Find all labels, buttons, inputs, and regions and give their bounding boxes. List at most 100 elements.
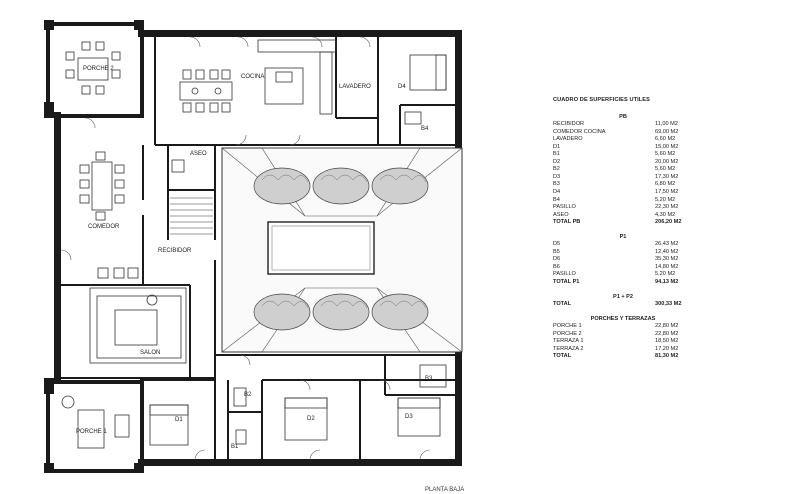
room-label-b4: B4 [421,126,429,132]
door-swings [60,36,431,461]
exterior-walls [44,20,462,473]
row-label: COMEDOR COCINA [553,128,606,135]
interior-walls [61,37,455,460]
room-label-comedor: COMEDOR [88,224,120,230]
row-value: 22,30 M2 [655,204,679,211]
row-label: D3 [553,173,561,180]
row-value: 6,80 M2 [655,181,676,188]
section-title: PB [619,113,627,120]
row-value: 17,30 M2 [655,173,679,180]
section-title: PORCHES Y TERRAZAS [590,315,656,322]
total-label: TOTAL PB [553,219,581,226]
room-label-b3: B3 [425,376,433,382]
table-row: B6 14,80 M2 [553,264,693,272]
table-row: PORCHE 1 22,80 M2 [553,323,693,331]
table-row: TERRAZA 2 17,20 M2 [553,346,693,354]
table-row: B5 12,40 M2 [553,249,693,257]
table-row: LAVADERO 6,60 M2 [553,136,693,144]
row-label: D6 [553,256,561,263]
row-value: 22,80 M2 [655,323,679,330]
row-value: 22,80 M2 [655,330,679,337]
row-label: D4 [553,189,561,196]
row-value: 26,43 M2 [655,241,679,248]
row-label: PASILLO [553,271,576,278]
room-label-porche2: PORCHE 2 [83,66,114,72]
room-label-d2: D2 [307,416,315,422]
row-label: ASEO [553,211,569,218]
table-title: CUADRO DE SUPERFICIES UTILES [553,97,650,103]
row-label: RECIBIDOR [553,121,585,128]
row-value: 17,50 M2 [655,189,679,196]
table-row: D1 15,00 M2 [553,144,693,152]
tree-icon [253,167,429,331]
room-label-cocina: COCINA [241,74,264,80]
table-row: B3 6,80 M2 [553,181,693,189]
row-label: LAVADERO [553,136,583,143]
room-label-lavadero: LAVADERO [339,84,371,90]
room-label-d4: D4 [398,84,406,90]
row-label: TERRAZA 2 [553,345,584,352]
room-labels: PORCHE 2 COCINA LAVADERO D4 B4 ASEO COME… [76,66,433,450]
row-label: PORCHE 1 [553,323,582,330]
row-label: B6 [553,263,560,270]
table-total-row: TOTAL 300,33 M2 [553,301,693,309]
table-row: RECIBIDOR 11,00 M2 [553,121,693,129]
row-label: TERRAZA 1 [553,338,584,345]
room-label-aseo: ASEO [190,151,207,157]
row-value: 5,20 M2 [655,196,676,203]
row-value: 4,30 M2 [655,211,676,218]
room-label-salon: SALON [140,350,160,356]
total-value: 300,33 M2 [655,301,682,308]
table-row: B2 5,60 M2 [553,166,693,174]
table-sections: PB RECIBIDOR 11,00 M2 COMEDOR COCINA 69,00 M… [553,114,693,361]
total-value: 206,20 M2 [655,219,682,226]
row-value: 5,20 M2 [655,271,676,278]
section-title: P1 [619,233,627,240]
row-label: D1 [553,143,561,150]
room-label-b1: B1 [231,444,239,450]
row-label: B3 [553,181,560,188]
table-row: COMEDOR COCINA 69,00 M2 [553,129,693,137]
row-label: B2 [553,166,560,173]
row-value: 69,00 M2 [655,128,679,135]
row-value: 14,80 M2 [655,263,679,270]
table-row: D3 17,30 M2 [553,174,693,182]
row-value: 20,00 M2 [655,158,679,165]
row-label: B4 [553,196,560,203]
table-row: PASILLO 22,30 M2 [553,204,693,212]
row-value: 6,60 M2 [655,136,676,143]
row-value: 17,20 M2 [655,345,679,352]
row-value: 11,00 M2 [655,121,678,128]
total-label: TOTAL [553,353,572,360]
room-label-recibidor: RECIBIDOR [158,248,192,254]
row-value: 12,40 M2 [655,248,679,255]
room-label-b2: B2 [244,392,252,398]
row-value: 15,00 M2 [655,143,679,150]
row-label: PASILLO [553,204,576,211]
row-value: 5,60 M2 [655,151,676,158]
pool [267,221,375,275]
plan-footer: PLANTA BAJA [425,487,465,493]
row-label: D2 [553,158,561,165]
section-title: P1 + P2 [612,293,634,300]
total-label: TOTAL [553,301,572,308]
room-label-d3: D3 [405,414,413,420]
room-label-d1: D1 [175,417,183,423]
table-row: B4 5,20 M2 [553,197,693,205]
total-label: TOTAL P1 [553,279,580,286]
row-label: B5 [553,248,560,255]
furniture [61,39,447,449]
row-value: 5,60 M2 [655,166,676,173]
table-row: ASEO 4,30 M2 [553,212,693,220]
room-label-porche1: PORCHE 1 [76,429,107,435]
courtyard [221,147,463,353]
